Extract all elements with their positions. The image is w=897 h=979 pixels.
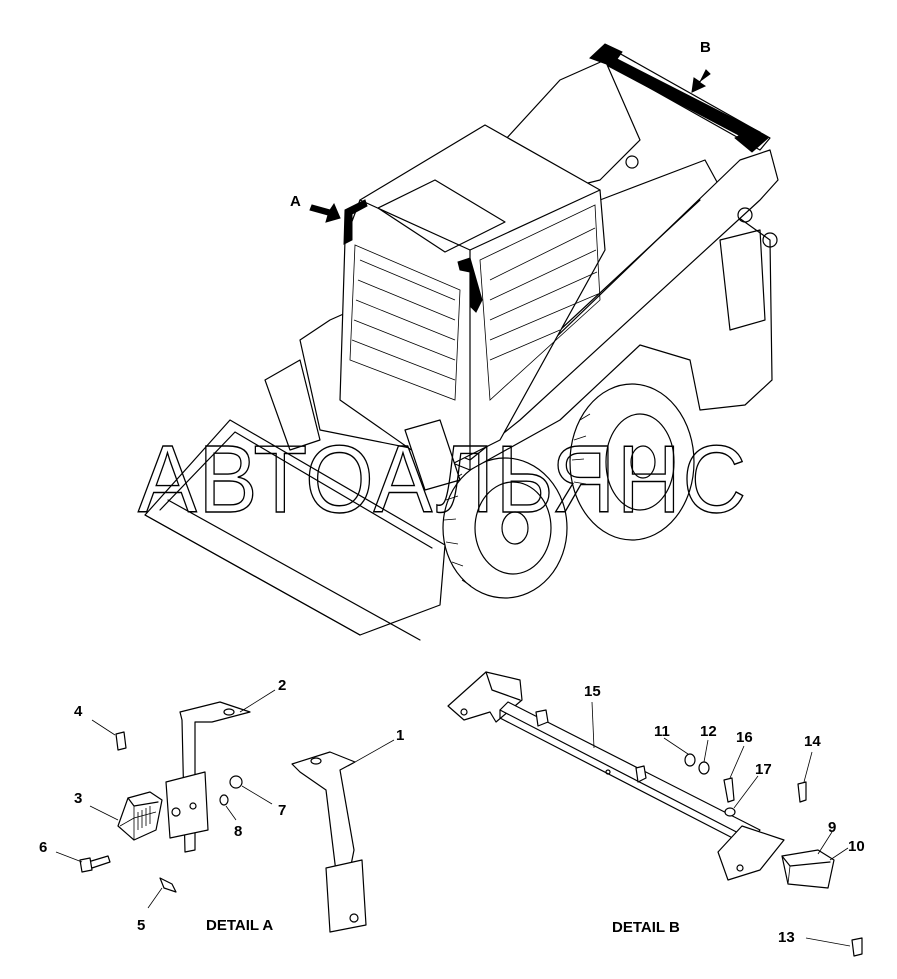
part-15-beam: [499, 701, 761, 841]
callout-7: 7: [278, 802, 286, 819]
detail-a: 4 2 1 3 6 7 8 5 DETAIL A: [39, 677, 404, 934]
callout-9: 9: [828, 819, 836, 836]
part-12-nut: [698, 761, 710, 775]
callout-4: 4: [74, 703, 83, 720]
callout-17: 17: [755, 761, 772, 778]
arrow-b-icon: [691, 69, 711, 93]
marker-a: A: [290, 193, 483, 313]
part-5-bolt: [159, 877, 177, 893]
part-9-10-lamp: [781, 849, 835, 889]
part-7-nut: [229, 775, 243, 789]
part-4-bulb: [115, 731, 127, 751]
skid-steer-loader-illustration: [144, 47, 779, 641]
part-14-bulb: [797, 781, 807, 803]
callout-12: 12: [700, 723, 717, 740]
part-16-bolt: [723, 777, 735, 803]
detail-a-label: DETAIL A: [206, 917, 273, 934]
callout-16: 16: [736, 729, 753, 746]
part-13-bulb: [851, 937, 863, 957]
detail-b: 15 11 12 16 17 14 9 10 13 DETAIL B: [447, 671, 865, 957]
callout-5: 5: [137, 917, 145, 934]
callout-6: 6: [39, 839, 47, 856]
watermark: АВТОАЛЬЯНС: [138, 426, 748, 533]
callout-2: 2: [278, 677, 286, 694]
part-3-lamp: [117, 791, 163, 841]
marker-b: B: [589, 39, 769, 153]
callout-8: 8: [234, 823, 242, 840]
callout-11: 11: [654, 723, 670, 740]
callout-1: 1: [396, 727, 404, 744]
marker-b-label: B: [700, 39, 711, 56]
callout-15: 15: [584, 683, 601, 700]
callout-3: 3: [74, 790, 82, 807]
part-11-nut: [684, 753, 696, 767]
part-8-washer: [219, 794, 229, 806]
callout-10: 10: [848, 838, 865, 855]
marker-a-label: A: [290, 193, 301, 210]
callout-13: 13: [778, 929, 795, 946]
arrow-a-icon: [309, 202, 341, 223]
callout-14: 14: [804, 733, 821, 750]
detail-b-label: DETAIL B: [612, 919, 680, 936]
part-1-bracket: [291, 751, 356, 873]
part-17-washer: [724, 807, 736, 817]
